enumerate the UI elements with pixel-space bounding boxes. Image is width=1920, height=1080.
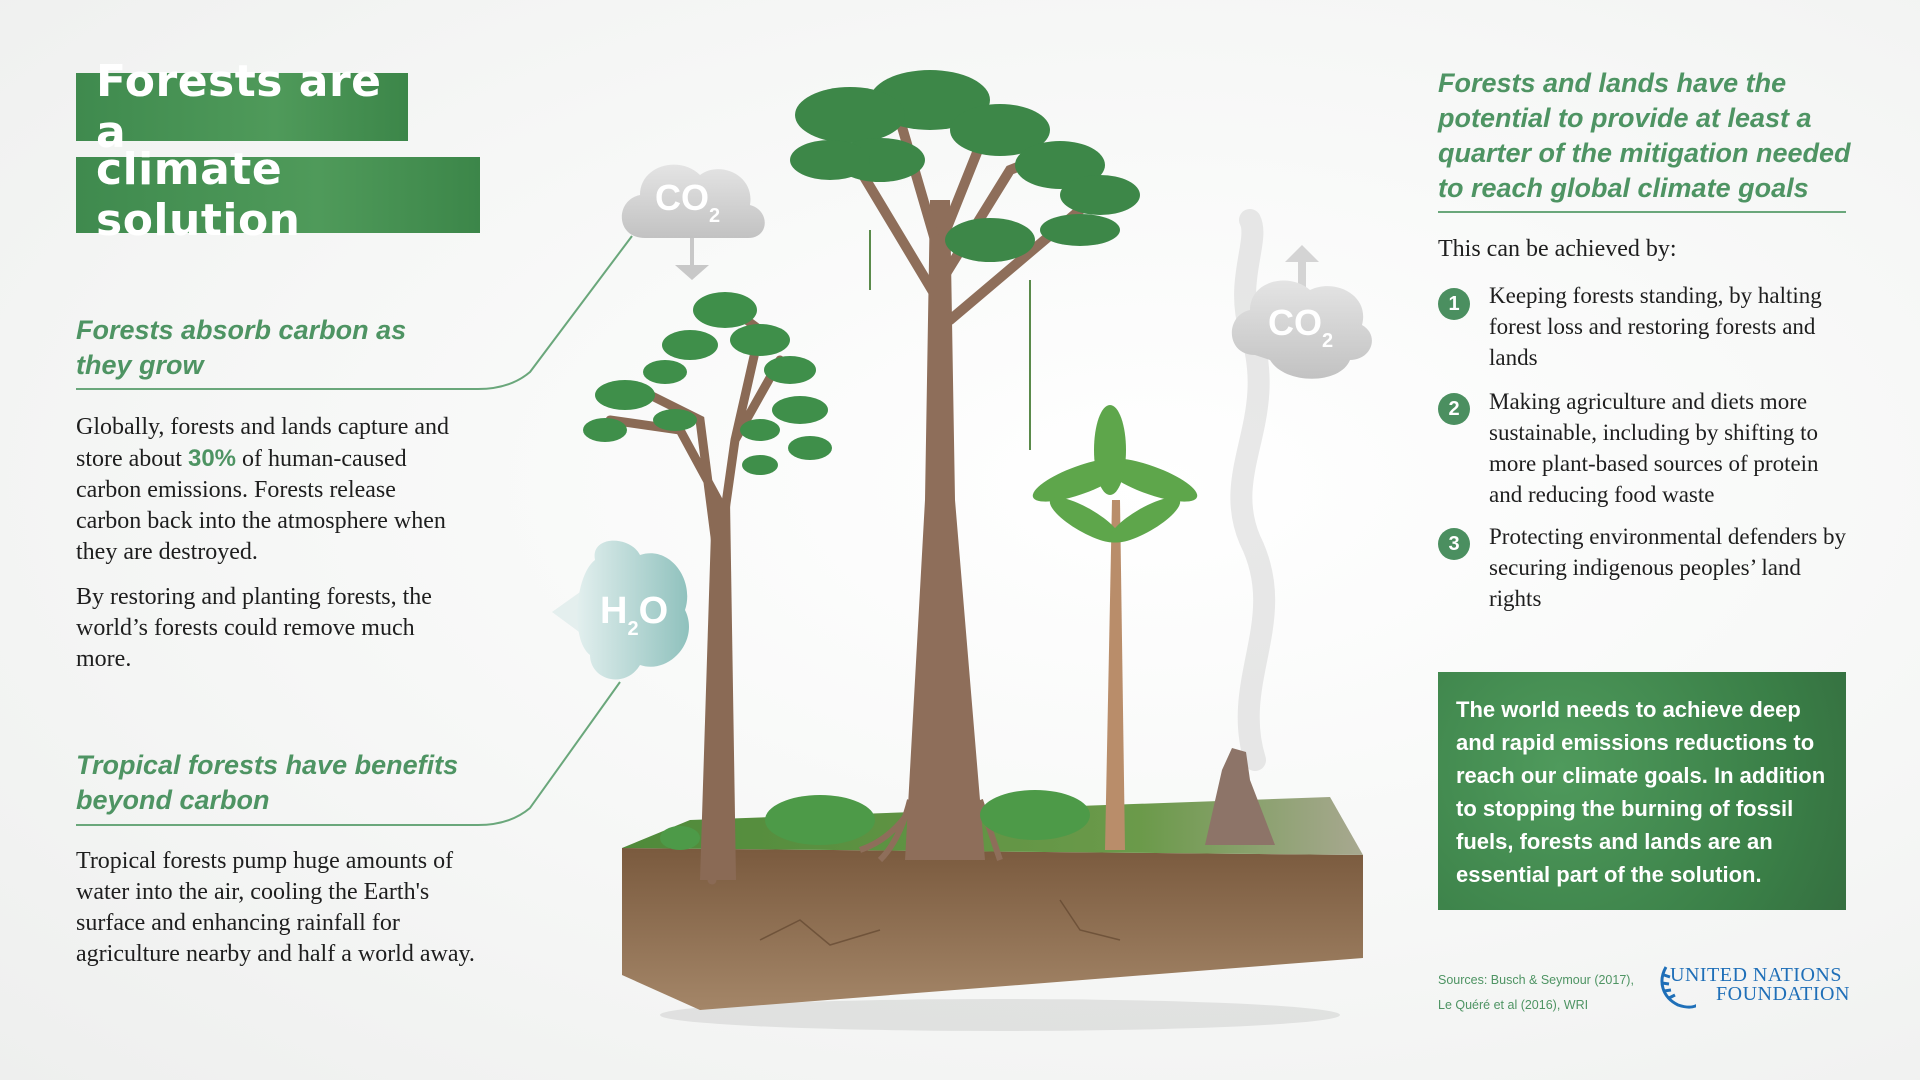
section-heading-absorb: Forests absorb carbon as they grow <box>76 315 407 380</box>
section-body-tropical: Tropical forests pump huge amounts of wa… <box>76 846 486 984</box>
laurel-icon <box>1660 966 1696 1009</box>
absorb-paragraph-1: Globally, forests and lands capture and … <box>76 412 456 568</box>
sources: Sources: Busch & Seymour (2017), Le Quér… <box>1438 968 1634 1018</box>
mitigation-heading: Forests and lands have the potential to … <box>1438 68 1851 203</box>
text: of human-caused carbon emissions. Forest… <box>76 446 446 565</box>
tropical-paragraph: Tropical forests pump huge amounts of wa… <box>76 848 475 967</box>
list-item-1: Keeping forests standing, by halting for… <box>1489 283 1822 370</box>
logo-line-2: FOUNDATION <box>1716 983 1850 1005</box>
sources-line-1: Sources: Busch & Seymour (2017), <box>1438 973 1634 987</box>
tree-stump <box>1205 748 1275 845</box>
sources-line-2: Le Quéré et al (2016), WRI <box>1438 998 1589 1012</box>
intro-text: This can be achieved by: <box>1438 236 1677 262</box>
un-foundation-logo: UNITED NATIONS FOUNDATION <box>1656 963 1850 1011</box>
number-badge-1: 1 <box>1438 288 1470 320</box>
young-tree <box>583 292 832 885</box>
co2-absorb-cloud <box>621 164 765 280</box>
h2o-label: H2O <box>600 590 668 640</box>
number-badge-2: 2 <box>1438 393 1470 425</box>
absorb-paragraph-2: By restoring and planting forests, the w… <box>76 584 432 672</box>
logo-line-1: UNITED NATIONS <box>1670 964 1842 986</box>
co2-release-cloud <box>1231 245 1372 379</box>
connector-line-tropical <box>76 681 621 826</box>
text: Globally, forests and lands capture and … <box>76 414 449 472</box>
connector-line-absorb <box>76 235 633 390</box>
ferns <box>660 790 1090 850</box>
list-item-3: Protecting environmental defenders by se… <box>1489 524 1847 611</box>
co2-release-label: CO2 <box>1268 302 1333 352</box>
number-badge-3: 3 <box>1438 528 1470 560</box>
soil-block <box>622 848 1363 1010</box>
co2-absorb-label: CO2 <box>655 177 720 227</box>
title-line-2: climate solution <box>76 144 480 246</box>
percent-highlight: 30% <box>187 445 237 472</box>
smoke <box>1230 209 1276 771</box>
palm-tree <box>1032 405 1198 850</box>
heading-divider <box>1438 211 1846 213</box>
tall-tree <box>790 70 1140 863</box>
list-item-2: Making agriculture and diets more sustai… <box>1489 389 1819 507</box>
section-body-absorb: Globally, forests and lands capture and … <box>76 412 456 689</box>
callout-box: The world needs to achieve deep and rapi… <box>1438 672 1846 910</box>
h2o-cloud <box>552 540 689 680</box>
section-heading-tropical: Tropical forests have benefits beyond ca… <box>76 750 459 815</box>
